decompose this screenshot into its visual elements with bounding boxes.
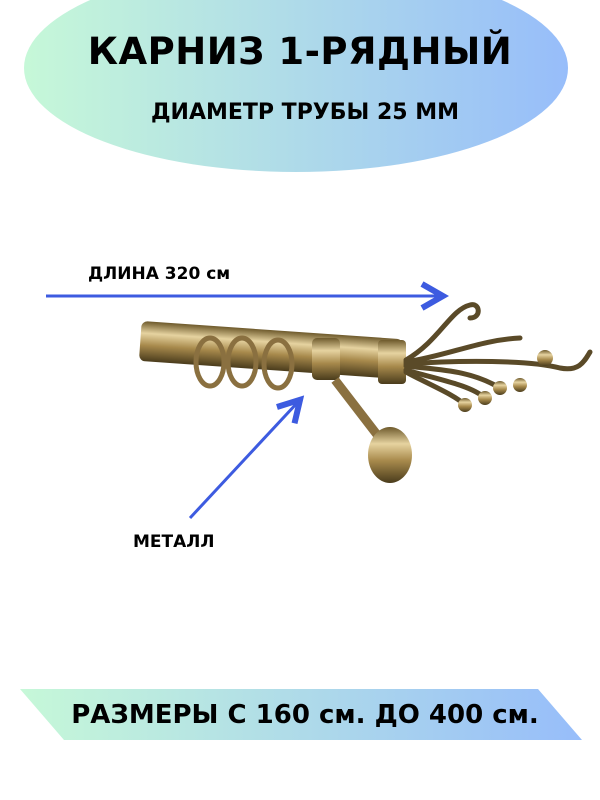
header-ellipse <box>24 0 568 172</box>
material-arrow <box>188 402 298 520</box>
curtain-rod-image <box>139 302 593 483</box>
sizes-text: РАЗМЕРЫ С 160 см. ДО 400 см. <box>71 700 539 730</box>
page-title: КАРНИЗ 1-РЯДНЫЙ <box>87 30 513 73</box>
material-label: МЕТАЛЛ <box>133 532 215 552</box>
length-label: ДЛИНА 320 см <box>88 264 231 284</box>
page-subtitle: ДИАМЕТР ТРУБЫ 25 ММ <box>150 100 460 125</box>
sizes-banner <box>20 689 582 740</box>
